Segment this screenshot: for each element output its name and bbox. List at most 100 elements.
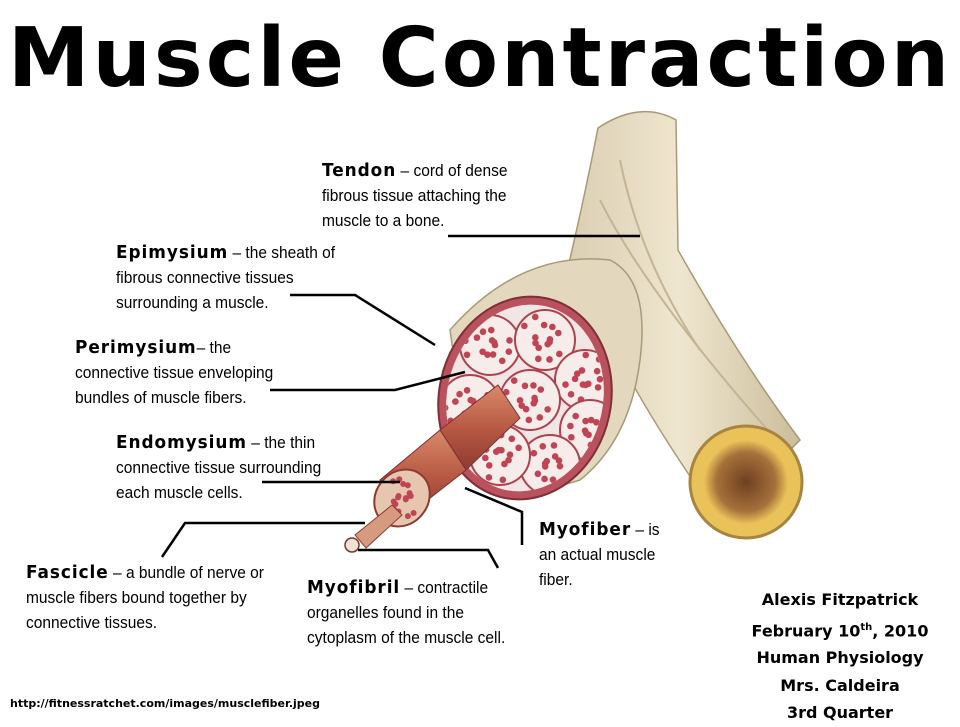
perimysium-leader-line [270,370,466,392]
muscle-fiber-dot [532,339,539,347]
muscle-fiber-dot [463,351,471,359]
perimysium-label: Perimysium– the connective tissue envelo… [75,335,299,411]
muscle-fiber-dot [473,334,481,341]
muscle-fiber-dot [571,375,579,383]
muscle-fiber-dot [515,444,522,452]
endomysium-term: Endomysium [116,432,247,453]
muscle-fiber-dot [521,322,528,330]
bundle-fiber-dot [390,498,397,505]
tendon-label: Tendon – cord of dense fibrous tissue at… [322,158,534,234]
endomysium-label: Endomysium – the thin connective tissue … [116,430,346,506]
bundle-fiber-dot [407,492,414,499]
fascicle-bundle-illustration [344,384,521,553]
muscle-fiber-dot [539,443,547,450]
credits-block: Alexis Fitzpatrick February 10th, 2010 H… [740,586,940,727]
muscle-fiber-dot [567,391,575,398]
muscle-fiber-dot [550,442,558,449]
perimysium-term: Perimysium [75,337,197,358]
muscle-fiber-dot [516,396,524,404]
muscle-fiber-dot [582,351,590,359]
muscle-fiber-dot [562,381,569,388]
presentation-date: February 10th, 2010 [751,620,929,640]
leader-lines [160,234,640,569]
teacher-name: Mrs. Caldeira [780,675,900,695]
muscle-fiber-dot [546,335,554,343]
bone-end-illustration [688,424,804,540]
muscle-fiber-dot [535,344,542,352]
muscle-fiber-dot [572,412,579,420]
muscle-fiber-dot [481,454,489,462]
muscle-fiber-dot [587,416,595,424]
muscle-fiber-dot [537,386,545,393]
myofibril-description: – contractile organelles found in the cy… [307,579,506,647]
muscle-fiber-dot [488,337,496,344]
myofibril-label: Myofibril – contractile organelles found… [307,575,533,651]
course-name: Human Physiology [756,648,924,668]
epimysium-term: Epimysium [116,242,229,263]
epimysium-label: Epimysium – the sheath of fibrous connec… [116,240,346,316]
muscle-fiber-dot [585,431,592,439]
muscle-fiber-dot [485,474,493,481]
bundle-fiber-dot [395,493,402,500]
muscle-fiber-dot [541,463,549,470]
muscle-fiber-dot [467,396,475,404]
muscle-fiber-dot [541,475,548,483]
bundle-fiber-dot [402,496,409,503]
muscle-fiber-dot [544,406,551,413]
muscle-fiber-dot [479,328,487,336]
tendon-description: – cord of dense fibrous tissue attaching… [322,162,508,230]
muscle-fiber-dot [531,394,538,402]
muscle-fiber-dot [578,367,586,374]
muscle-fiber-dot [499,476,507,484]
muscle-fiber-dot [532,334,539,341]
muscle-fiber-dot [487,326,495,334]
myofibril-leader-line [358,548,500,569]
muscle-fiber-dot [530,382,537,389]
muscle-fiber-dot [554,329,562,337]
muscle-fiber-dot [485,462,493,469]
bundle-fiber-dot [400,481,407,488]
muscle-fiber-dot [452,398,459,405]
muscle-fiber-dot [501,460,508,468]
muscle-fiber-dot [484,351,491,358]
myofiber-description: – is an actual muscle fiber. [539,521,660,589]
muscle-fiber-dot [568,433,575,441]
muscle-fiber-dot [573,370,581,377]
muscle-fiber-dot [549,476,557,484]
muscle-fiber-dot [594,384,602,391]
tendon-term: Tendon [322,160,397,181]
fascicle-leader-line [160,521,365,558]
muscle-fiber-dot [536,414,544,421]
muscle-fiber-dot [522,405,530,413]
muscle-fiber-dot [556,462,564,470]
muscle-fiber-dot [498,357,506,365]
muscle-fiber-dot [531,313,539,321]
bundle-fiber-dot [404,513,411,520]
image-source-link[interactable]: http://fitnessratchet.com/images/musclef… [10,697,321,710]
muscle-fiber-dot [530,449,538,457]
myofiber-leader-line [464,486,524,545]
bundle-fiber-dot [396,476,403,483]
muscle-fiber-dot [549,323,556,331]
muscle-fiber-dot [510,377,518,384]
perimysium-description: – the connective tissue enveloping bundl… [75,339,274,407]
muscle-fiber-dot [489,351,497,358]
muscle-fiber-dot [546,356,553,363]
endomysium-description: – the thin connective tissue surrounding… [116,434,322,502]
muscle-fiber-dot [582,417,589,425]
fascicle-label: Fascicle – a bundle of nerve or muscle f… [26,560,270,636]
fascicle-term: Fascicle [26,562,109,583]
muscle-fiber-dot [556,350,563,358]
muscle-fiber-dot [505,456,512,464]
quarter: 3rd Quarter [786,703,894,723]
fascicle-description: – a bundle of nerve or muscle fibers bou… [26,564,264,632]
myofiber-label: Myofiber – is an actual muscle fiber. [539,517,680,593]
muscle-fiber-dot [534,470,542,478]
page-title: Muscle Contraction [7,11,953,106]
epimysium-description: – the sheath of fibrous connective tissu… [116,244,336,312]
bundle-fiber-dot [410,510,417,517]
muscle-fiber-dot [518,402,526,409]
muscle-fiber-dot [534,355,542,363]
muscle-fiber-dot [463,386,471,394]
